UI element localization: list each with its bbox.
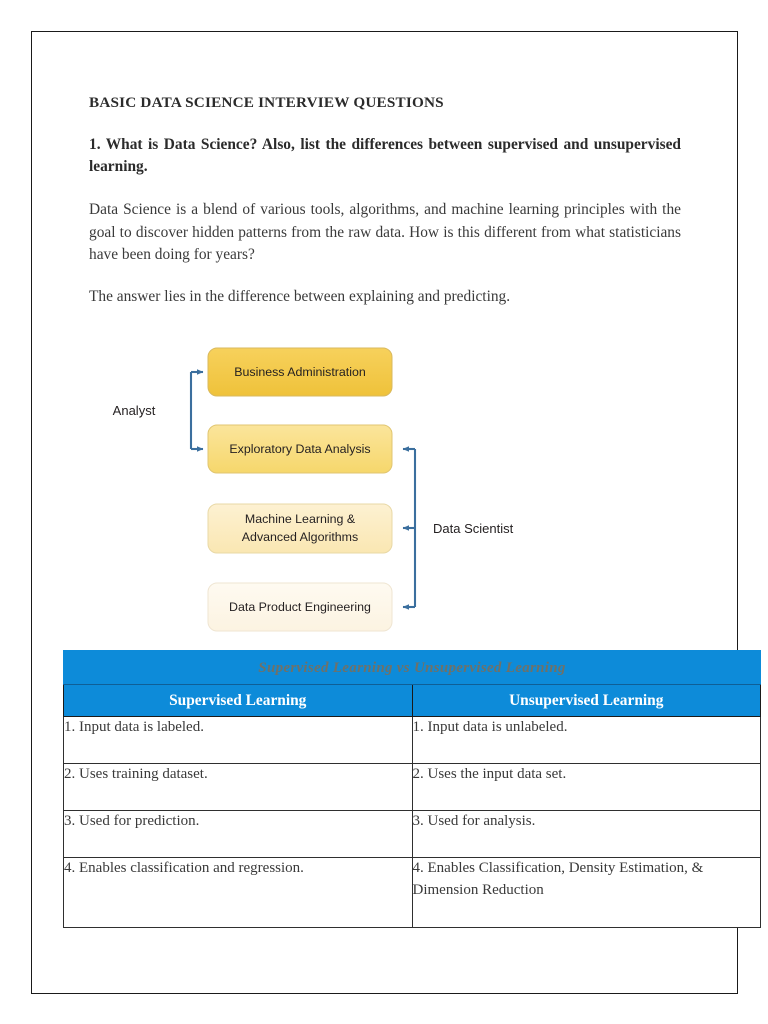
table-row: 4. Enables classification and regression… — [63, 857, 761, 928]
table-cell: 3. Used for analysis. — [411, 810, 761, 858]
table-cell: 1. Input data is labeled. — [63, 716, 413, 764]
table-cell: 4. Enables Classification, Density Estim… — [411, 857, 761, 928]
body-paragraph-2: The answer lies in the difference betwee… — [89, 287, 511, 305]
diagram-label-data-scientist: Data Scientist — [433, 521, 514, 536]
question-heading: 1. What is Data Science? Also, list the … — [89, 136, 681, 176]
table-row: 1. Input data is labeled. 1. Input data … — [63, 716, 761, 764]
table-cell: 3. Used for prediction. — [63, 810, 413, 858]
table-cell-text: 1. Input data is labeled. — [64, 719, 204, 735]
table-title-row: Supervised Learning vs Unsupervised Lear… — [63, 650, 761, 685]
table-row: 2. Uses training dataset. 2. Uses the in… — [63, 763, 761, 811]
table-cell-text: 3. Used for analysis. — [412, 813, 536, 829]
table-header-unsupervised: Unsupervised Learning — [411, 684, 761, 717]
table-cell-text: 2. Uses training dataset. — [64, 766, 208, 782]
table-cell-text: 4. Enables Classification, Density Estim… — [412, 860, 704, 898]
data-scientist-connector — [402, 446, 417, 610]
diagram-label-analyst: Analyst — [113, 403, 156, 418]
document-text-block: BASIC DATA SCIENCE INTERVIEW QUESTIONS 1… — [89, 93, 681, 308]
table-cell-text: 4. Enables classification and regression… — [64, 860, 304, 876]
table-cell-text: 2. Uses the input data set. — [412, 766, 567, 782]
table-cell: 1. Input data is unlabeled. — [411, 716, 761, 764]
flow-box-business-administration: Business Administration — [207, 347, 393, 397]
table-row: 3. Used for prediction. 3. Used for anal… — [63, 810, 761, 858]
flow-box-label-line2: Advanced Algorithms — [242, 530, 358, 544]
body-paragraph-1: Data Science is a blend of various tools… — [89, 201, 681, 263]
flow-box-label: Business Administration — [234, 365, 366, 379]
analyst-connector — [189, 369, 204, 452]
table-cell-text: 1. Input data is unlabeled. — [412, 719, 568, 735]
flow-box-machine-learning: Machine Learning & Advanced Algorithms — [207, 503, 393, 554]
supervised-vs-unsupervised-table: Supervised Learning vs Unsupervised Lear… — [63, 650, 761, 928]
table-title-cell: Supervised Learning vs Unsupervised Lear… — [63, 650, 761, 685]
table-header-text: Supervised Learning — [169, 691, 307, 709]
page-title: BASIC DATA SCIENCE INTERVIEW QUESTIONS — [89, 94, 444, 111]
flow-box-exploratory-data-analysis: Exploratory Data Analysis — [207, 424, 393, 474]
table-header-row: Supervised Learning Unsupervised Learnin… — [63, 684, 761, 717]
data-science-roles-diagram: Business Administration Exploratory Data… — [63, 332, 563, 647]
table-cell-text: 3. Used for prediction. — [64, 813, 200, 829]
document-page: BASIC DATA SCIENCE INTERVIEW QUESTIONS 1… — [31, 31, 761, 994]
table-cell: 4. Enables classification and regression… — [63, 857, 413, 928]
table-title-text: Supervised Learning vs Unsupervised Lear… — [258, 659, 566, 676]
flow-box-label: Exploratory Data Analysis — [229, 442, 370, 456]
table-header-text: Unsupervised Learning — [509, 691, 664, 709]
flow-box-label: Data Product Engineering — [229, 600, 371, 614]
flow-box-data-product-engineering: Data Product Engineering — [207, 582, 393, 632]
table-cell: 2. Uses training dataset. — [63, 763, 413, 811]
table-cell: 2. Uses the input data set. — [411, 763, 761, 811]
flow-box-label-line1: Machine Learning & — [245, 512, 356, 526]
table-header-supervised: Supervised Learning — [63, 684, 413, 717]
